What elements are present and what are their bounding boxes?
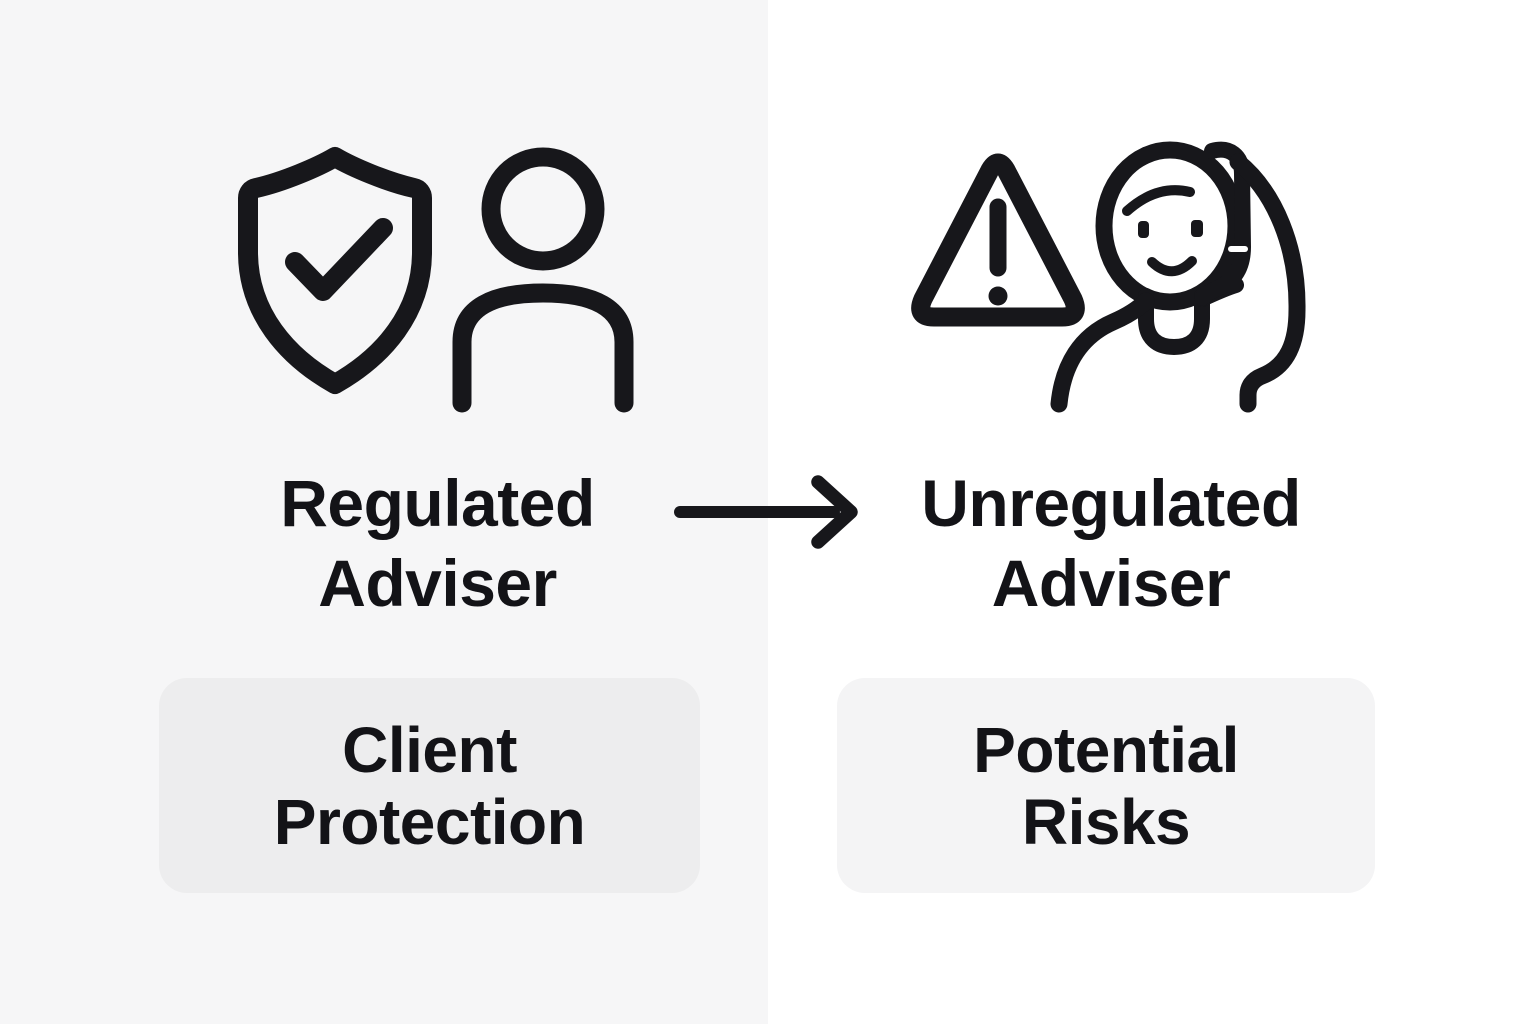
- title-line: Adviser: [318, 546, 557, 620]
- title-line: Unregulated: [921, 466, 1301, 540]
- badge-line: Potential: [973, 713, 1239, 786]
- warning-triangle-icon: [911, 153, 1085, 327]
- badge-line: Risks: [1021, 785, 1191, 858]
- regulated-adviser-title: Regulated Adviser: [160, 463, 715, 623]
- badge-line: Client: [342, 713, 517, 786]
- arrow-right-icon: [674, 475, 858, 549]
- unregulated-adviser-title: Unregulated Adviser: [811, 463, 1411, 623]
- title-line: Adviser: [991, 546, 1231, 620]
- badge-line: Protection: [273, 785, 586, 858]
- potential-risks-badge: Potential Risks: [837, 678, 1375, 893]
- title-line: Regulated: [280, 466, 595, 540]
- client-protection-badge: Client Protection: [159, 678, 700, 893]
- worried-person-icon: [1050, 141, 1306, 413]
- shield-check-icon: [238, 147, 432, 394]
- person-icon: [452, 147, 634, 413]
